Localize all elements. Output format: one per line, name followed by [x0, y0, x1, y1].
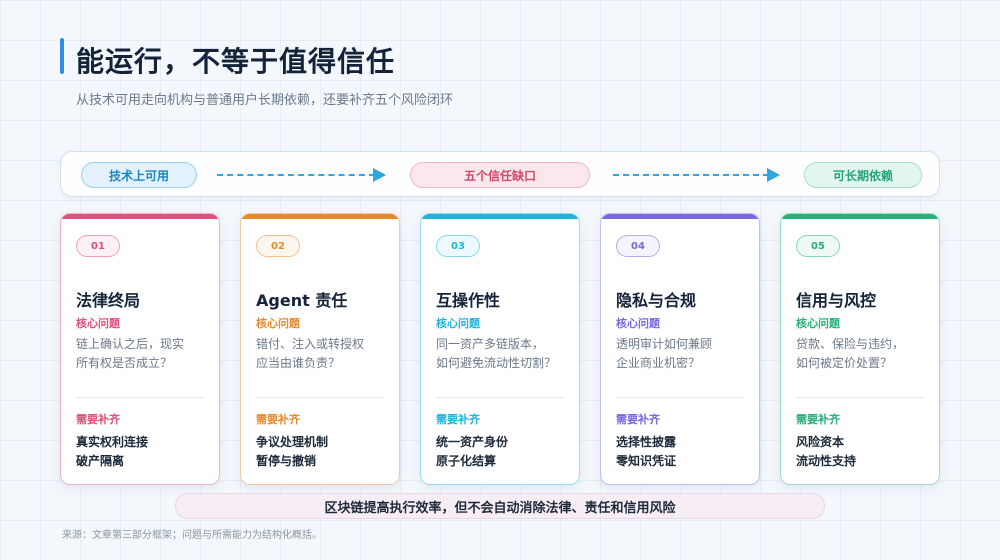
card-top-stripe: [241, 214, 399, 219]
conclusion-banner: 区块链提高执行效率，但不会自动消除法律、责任和信用风险: [175, 493, 825, 519]
card-divider: [616, 397, 744, 398]
card-top-stripe: [601, 214, 759, 219]
card-number-badge: 04: [616, 235, 660, 257]
needs-list: 选择性披露零知识凭证: [616, 433, 676, 471]
needs-item: 零知识凭证: [616, 454, 677, 468]
core-question-line: 所有权是否成立？: [76, 356, 173, 370]
card-top-stripe: [61, 214, 219, 219]
needs-list: 争议处理机制暂停与撤销: [256, 433, 328, 471]
risk-card-1: 01 法律终局核心问题链上确认之后，现实所有权是否成立？ 需要补齐真实权利连接破产隔…: [60, 213, 220, 485]
needs-item: 真实权利连接: [76, 435, 149, 449]
card-divider: [256, 397, 384, 398]
flow-middle-pill: 五个信任缺口: [410, 162, 590, 188]
card-divider: [796, 397, 924, 398]
core-question-line: 贷款、保险与违约，: [796, 337, 905, 351]
core-question-line: 如何避免流动性切割？: [436, 356, 557, 370]
card-title: Agent 责任: [256, 291, 348, 310]
core-question-line: 链上确认之后，现实: [76, 337, 185, 351]
trust-flow-banner: 技术上可用 五个信任缺口 可长期依赖: [60, 151, 940, 197]
core-question-line: 同一资产多链版本，: [436, 337, 545, 351]
needs-item: 原子化结算: [436, 454, 497, 468]
card-divider: [436, 397, 564, 398]
needs-item: 风险资本: [796, 435, 845, 449]
needs-item: 争议处理机制: [256, 435, 329, 449]
title-accent-bar: [60, 38, 64, 74]
core-question-text: 同一资产多链版本， 如何避免流动性切割？: [436, 335, 571, 373]
card-title: 互操作性: [436, 291, 501, 310]
needs-list: 风险资本流动性支持: [796, 433, 856, 471]
risk-card-5: 05 信用与风控核心问题贷款、保险与违约， 如何被定价处置？ 需要补齐风险资本流动性支…: [780, 213, 940, 485]
core-question-line: 透明审计如何兼顾: [616, 337, 713, 351]
card-title: 信用与风控: [796, 291, 877, 310]
needs-label: 需要补齐: [436, 413, 480, 426]
needs-label: 需要补齐: [616, 413, 660, 426]
card-top-stripe: [781, 214, 939, 219]
card-title: 法律终局: [76, 291, 141, 310]
page-title: 能运行，不等于值得信任: [76, 45, 396, 78]
risk-card-4: 04 隐私与合规核心问题透明审计如何兼顾企业商业机密？ 需要补齐选择性披露零知识凭证: [600, 213, 760, 485]
risk-card-3: 03 互操作性核心问题同一资产多链版本， 如何避免流动性切割？ 需要补齐统一资产身份原…: [420, 213, 580, 485]
core-question-line: 如何被定价处置？: [796, 356, 893, 370]
flow-end-pill: 可长期依赖: [804, 162, 922, 188]
card-number-badge: 03: [436, 235, 480, 257]
needs-label: 需要补齐: [76, 413, 120, 426]
core-question-label: 核心问题: [436, 317, 480, 330]
flow-arrow-2: [613, 174, 769, 176]
card-top-stripe: [421, 214, 579, 219]
core-question-label: 核心问题: [256, 317, 300, 330]
needs-label: 需要补齐: [796, 413, 840, 426]
card-number-badge: 02: [256, 235, 300, 257]
flow-start-pill: 技术上可用: [81, 162, 197, 188]
flow-arrowhead-2-icon: [767, 168, 780, 182]
core-question-label: 核心问题: [796, 317, 840, 330]
needs-item: 统一资产身份: [436, 435, 509, 449]
card-title: 隐私与合规: [616, 291, 697, 310]
needs-list: 统一资产身份原子化结算: [436, 433, 508, 471]
core-question-line: 企业商业机密？: [616, 356, 701, 370]
card-number-badge: 01: [76, 235, 120, 257]
needs-item: 破产隔离: [76, 454, 125, 468]
flow-arrowhead-1-icon: [373, 168, 386, 182]
needs-item: 暂停与撤销: [256, 454, 317, 468]
card-divider: [76, 397, 204, 398]
page-subtitle: 从技术可用走向机构与普通用户长期依赖，还要补齐五个风险闭环: [76, 93, 454, 108]
core-question-text: 错付、注入或转授权应当由谁负责？: [256, 335, 391, 373]
core-question-line: 应当由谁负责？: [256, 356, 341, 370]
core-question-label: 核心问题: [616, 317, 660, 330]
card-number-badge: 05: [796, 235, 840, 257]
core-question-text: 贷款、保险与违约， 如何被定价处置？: [796, 335, 931, 373]
core-question-line: 错付、注入或转授权: [256, 337, 365, 351]
needs-label: 需要补齐: [256, 413, 300, 426]
core-question-text: 透明审计如何兼顾企业商业机密？: [616, 335, 751, 373]
needs-list: 真实权利连接破产隔离: [76, 433, 148, 471]
core-question-label: 核心问题: [76, 317, 120, 330]
core-question-text: 链上确认之后，现实所有权是否成立？: [76, 335, 211, 373]
needs-item: 流动性支持: [796, 454, 857, 468]
needs-item: 选择性披露: [616, 435, 677, 449]
source-note: 来源：文章第三部分框架；问题与所需能力为结构化概括。: [62, 530, 322, 541]
flow-arrow-1: [217, 174, 375, 176]
